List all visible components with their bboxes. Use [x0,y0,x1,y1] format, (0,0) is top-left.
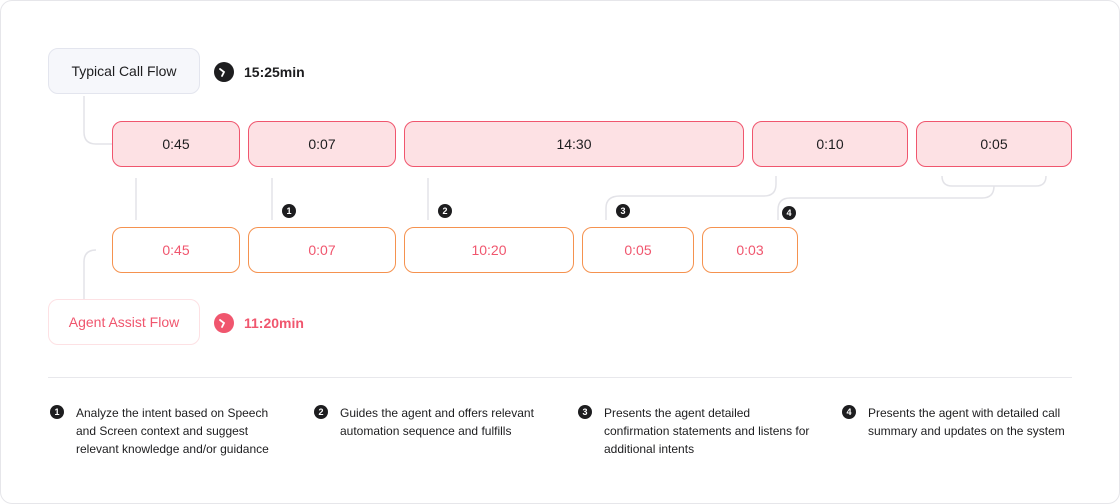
legend-item-2: 2 Guides the agent and offers relevant a… [314,404,554,440]
legend-marker-2: 2 [314,405,328,419]
connector-seg5 [941,175,1047,187]
legend-marker-3: 3 [578,405,592,419]
typical-segment-3: 14:30 [404,121,744,167]
connector-seg5b [777,185,995,220]
legend-text-4: Presents the agent with detailed call su… [868,406,1065,438]
assist-segment-2: 0:07 [248,227,396,273]
legend-text-1: Analyze the intent based on Speech and S… [76,406,269,456]
typical-segment-4: 0:10 [752,121,908,167]
typical-label-connector [83,96,112,145]
legend-item-4: 4 Presents the agent with detailed call … [842,404,1082,440]
step-marker-4: 4 [782,206,796,220]
divider [48,377,1072,378]
legend-item-1: 1 Analyze the intent based on Speech and… [50,404,290,458]
assist-segment-5: 0:03 [702,227,798,273]
legend-marker-4: 4 [842,405,856,419]
assist-segment-3: 10:20 [404,227,574,273]
legend-item-3: 3 Presents the agent detailed confirmati… [578,404,818,458]
assist-segment-4: 0:05 [582,227,694,273]
assist-flow-label: Agent Assist Flow [48,299,200,345]
assist-label-connector [83,249,97,299]
assist-total-time: 11:20min [244,315,304,331]
legend-text-2: Guides the agent and offers relevant aut… [340,406,534,438]
typical-segment-2: 0:07 [248,121,396,167]
clock-icon [214,62,234,82]
typical-segment-5: 0:05 [916,121,1072,167]
step-marker-2: 2 [438,204,452,218]
clock-icon [214,313,234,333]
legend-marker-1: 1 [50,405,64,419]
typical-flow-label: Typical Call Flow [48,48,200,94]
typical-total-time: 15:25min [244,64,305,80]
step-marker-1: 1 [282,204,296,218]
connector-seg4 [605,176,777,220]
step-marker-3: 3 [616,204,630,218]
assist-segment-1: 0:45 [112,227,240,273]
legend-text-3: Presents the agent detailed confirmation… [604,406,810,456]
typical-segment-1: 0:45 [112,121,240,167]
